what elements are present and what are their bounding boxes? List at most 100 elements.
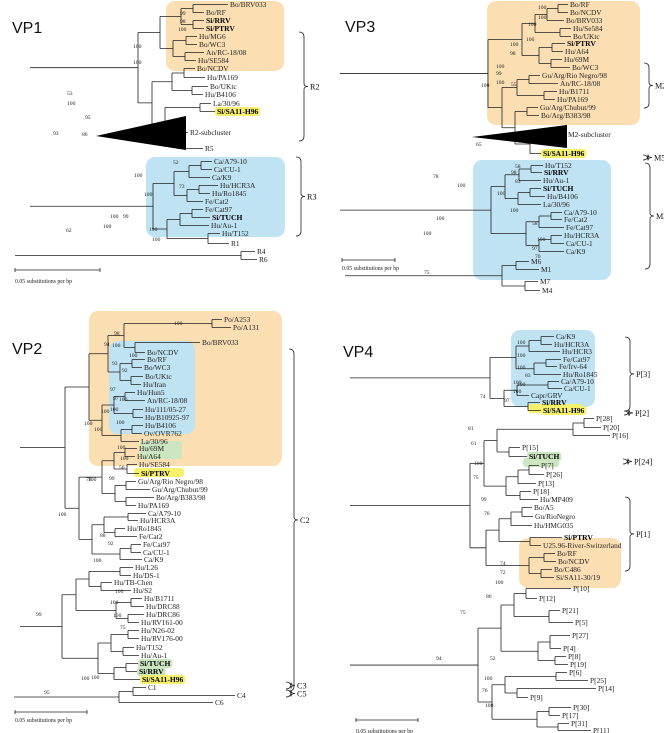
clade-label: C2 [300, 516, 310, 525]
taxon-label: Hu/B1711 [559, 87, 590, 96]
taxon-label: P[10] [573, 584, 589, 593]
taxon-label: An/RC-18/08 [560, 79, 601, 88]
bootstrap-value: 100 [101, 409, 110, 415]
taxon-label: Hu/69M [139, 444, 164, 453]
taxon-label: Ca/K9 [212, 173, 232, 182]
bootstrap-value: 100 [133, 60, 142, 66]
taxon-label: Si/SA11-H96 [543, 149, 585, 158]
taxon-label: Si/SA11-30/19 [556, 573, 600, 582]
taxon-label: Fe/Cat97 [205, 205, 232, 214]
bootstrap-value: 100 [496, 80, 505, 86]
bootstrap-value: 100 [510, 208, 519, 214]
taxon-label: Fe/frv-64 [559, 362, 587, 371]
bootstrap-value: 100 [117, 445, 126, 451]
taxon-label: P[18] [533, 487, 549, 496]
taxon-label: M6 [531, 257, 542, 266]
tree-branches [350, 336, 610, 731]
bootstrap-value: 100 [484, 676, 493, 682]
bootstrap-value: 100 [67, 101, 76, 107]
scale-bar [355, 718, 419, 722]
taxon-label: Hu/B4106 [205, 90, 236, 99]
taxon-label: Si/RRV [542, 398, 567, 407]
bootstrap-value: 100 [423, 231, 432, 237]
taxon-label: Hu/HMG035 [534, 521, 574, 530]
bootstrap-value: 100 [178, 27, 187, 33]
panel-title: VP4 [343, 344, 373, 361]
taxon-label: Ca/A79-10 [148, 509, 181, 518]
bootstrap-value: 97 [113, 396, 119, 402]
taxon-label: Hu/SE584 [198, 56, 229, 65]
bootstrap-value: 100 [110, 407, 119, 413]
bootstrap-value: 100 [152, 237, 161, 243]
taxon-label: M7 [540, 277, 551, 286]
taxon-label: Fe/Cat97 [563, 355, 590, 364]
taxon-label: Si/SA11-H96 [217, 107, 259, 116]
clade-bracket [643, 62, 654, 109]
taxon-label: Bo/NCDV [570, 8, 602, 17]
taxon-label: Bo/RF [206, 8, 226, 17]
bootstrap-value: 86 [486, 594, 492, 600]
taxon-label: Hu/Iran [143, 380, 166, 389]
clade-label: C5 [297, 690, 307, 699]
bootstrap-value: 100 [517, 340, 526, 346]
taxon-label: Bo/BRV033 [566, 16, 603, 25]
bootstrap-value: 100 [88, 477, 97, 483]
clade-label: P[24] [634, 458, 652, 467]
bootstrap-value: 100 [144, 192, 153, 198]
taxon-label: P[14] [598, 684, 614, 693]
taxon-label: Hu/RV176-00 [141, 634, 183, 643]
clade-bracket [295, 156, 306, 237]
taxon-label: Bo/BRV033 [230, 0, 267, 9]
bootstrap-value: 100 [485, 703, 494, 709]
taxon-label: P[19] [570, 660, 586, 669]
taxon-label: Bo/Arg/B383/98 [156, 493, 206, 502]
taxon-label: Hu/B10925-97 [145, 413, 190, 422]
clade-bracket [298, 31, 309, 142]
bootstrap-value: 99 [123, 214, 129, 220]
taxon-label: Hu/T152 [136, 643, 163, 652]
taxon-label: P[15] [522, 443, 538, 452]
panel-title: VP2 [12, 341, 42, 358]
bootstrap-value: 70 [535, 254, 541, 260]
collapsed-subcluster-triangle [472, 125, 567, 148]
bootstrap-value: 76 [484, 511, 490, 517]
taxon-label: P[16] [612, 431, 628, 440]
bootstrap-value: 100 [112, 343, 121, 349]
taxon-label: Hu/PA169 [207, 73, 238, 82]
taxon-label: Hu/Au-1 [141, 651, 168, 660]
bootstrap-value: 72 [500, 570, 506, 576]
bootstrap-value: 92 [122, 368, 128, 374]
bootstrap-value: 81 [468, 426, 474, 432]
bootstrap-value: 78 [433, 174, 439, 180]
bootstrap-value: 100 [129, 353, 138, 359]
taxon-label: R6 [259, 255, 268, 264]
taxon-label: Hu/HCR3A [140, 516, 176, 525]
taxon-label: Hu/B1711 [144, 594, 175, 603]
bootstrap-value: 83 [525, 373, 531, 379]
taxon-label: Si/PTRV [564, 533, 593, 542]
bootstrap-value: 61 [471, 441, 477, 447]
taxon-label: C1 [148, 683, 157, 692]
taxon-label: Fe/Cat97 [143, 540, 170, 549]
taxon-label: Hu/DRC88 [146, 602, 180, 611]
taxon-label: Bo/A5 [534, 503, 554, 512]
clade-bracket [622, 458, 633, 465]
bootstrap-value: 100 [538, 5, 547, 11]
blue-cluster-box [473, 160, 611, 280]
taxon-label: Ca/CU-1 [566, 239, 593, 248]
taxon-label: An/RC-18/08 [147, 396, 188, 405]
taxon-label: Fe/Cat2 [205, 197, 229, 206]
taxon-label: Hu/HCR3A [220, 181, 256, 190]
panel-vp4: VP4Ca/K9Hu/HCR3AHu/HCR3Fe/Cat97Fe/frv-64… [343, 330, 652, 733]
taxon-label: Bo/RF [147, 355, 167, 364]
bootstrap-value: 100 [110, 600, 119, 606]
taxon-label: La/30/96 [543, 200, 570, 209]
bootstrap-value: 95 [44, 690, 50, 696]
taxon-highlight [541, 149, 587, 158]
taxon-label: P[20] [603, 423, 619, 432]
collapsed-subcluster-triangle [96, 116, 186, 150]
bootstrap-value: 100 [133, 44, 142, 50]
bootstrap-value: 65 [476, 142, 482, 148]
taxon-label: Gu/RioNegro [535, 512, 576, 521]
